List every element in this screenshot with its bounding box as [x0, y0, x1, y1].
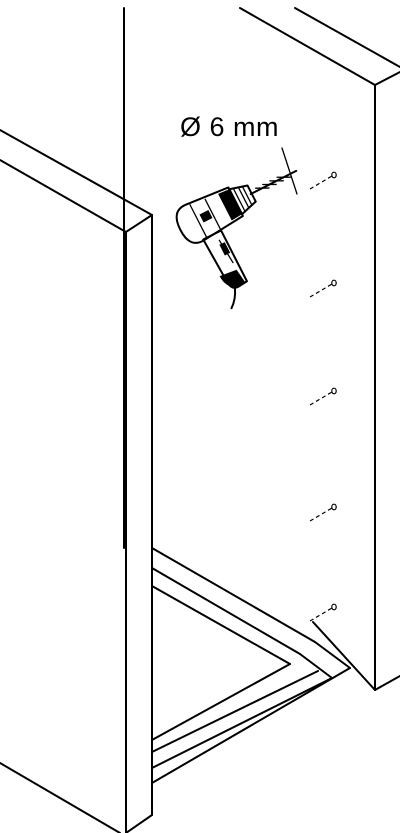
- drill-bit: [249, 169, 298, 196]
- hole-mark: [331, 387, 337, 395]
- label-leader-line: [281, 147, 298, 195]
- front-side-panel: [0, 129, 153, 833]
- drill-holes: [309, 171, 337, 622]
- hole-guide-line: [309, 283, 333, 298]
- drill-hole: [309, 279, 337, 298]
- drill-body: [175, 186, 244, 244]
- drill-size-label: Ø 6 mm: [180, 112, 280, 142]
- bottom-frame: [151, 547, 351, 784]
- hole-mark: [331, 171, 337, 179]
- drill-hole: [309, 171, 337, 190]
- hole-mark: [331, 279, 337, 287]
- drill-hole: [309, 387, 337, 406]
- hole-guide-line: [309, 607, 333, 622]
- hole-guide-line: [309, 175, 333, 190]
- hole-guide-line: [309, 391, 333, 406]
- hole-guide-line: [309, 507, 333, 522]
- hole-mark: [331, 503, 337, 511]
- power-drill-icon: [175, 169, 298, 310]
- hole-mark: [331, 603, 337, 611]
- drill-hole: [309, 603, 337, 622]
- back-side-panel: [123, 7, 400, 691]
- drill-hole: [309, 503, 337, 522]
